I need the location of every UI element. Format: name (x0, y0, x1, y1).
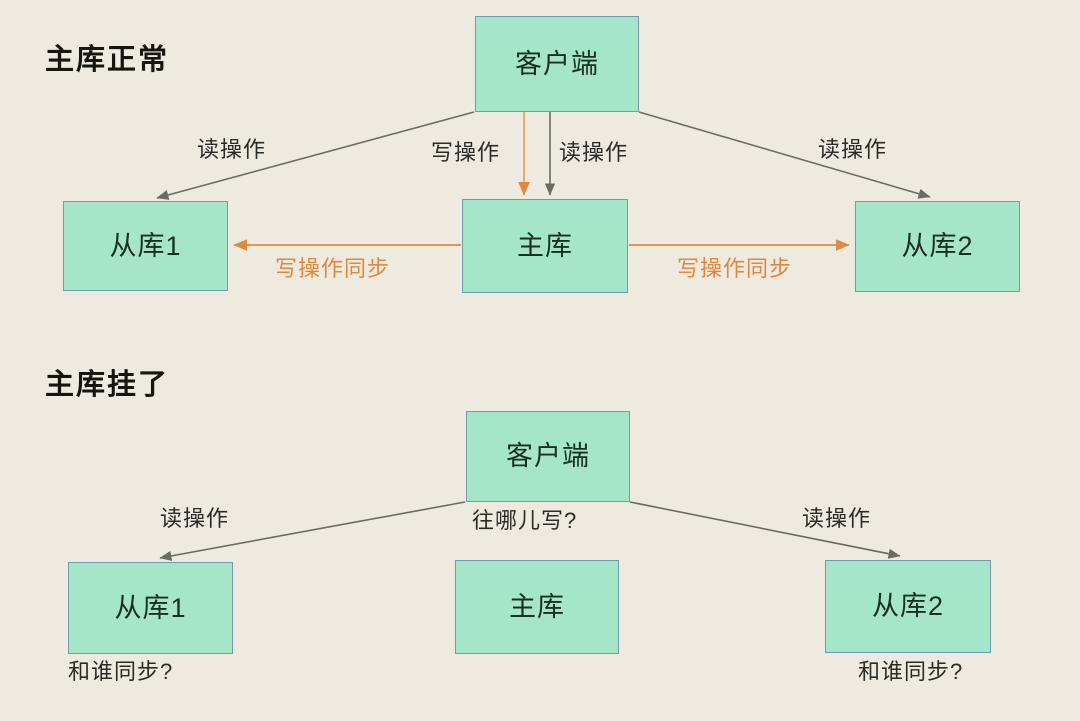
note-sync-with-whom-left: 和谁同步? (68, 659, 174, 684)
node-slave2-top[interactable]: 从库2 (855, 201, 1020, 292)
node-slave2-bottom-label: 从库2 (871, 591, 945, 621)
edge-label-read-left: 读操作 (197, 137, 267, 162)
node-client-bottom-label: 客户端 (506, 441, 590, 471)
node-slave1-bottom-label: 从库1 (114, 592, 187, 623)
edge-label-sync-right: 写操作同步 (677, 256, 793, 281)
node-master-top-label: 主库 (517, 230, 573, 261)
node-master-bottom[interactable]: 主库 (455, 560, 619, 654)
node-slave1-bottom[interactable]: 从库1 (68, 562, 233, 654)
node-slave1-top-label: 从库1 (109, 230, 182, 261)
node-client-top-label: 客户端 (515, 48, 599, 79)
edge-label-write-center: 写操作 (431, 140, 501, 165)
section-heading-master-down: 主库挂了 (45, 369, 170, 401)
note-sync-with-whom-right: 和谁同步? (858, 659, 964, 684)
edge-label-sync-left: 写操作同步 (275, 256, 391, 281)
edge-label-read-left-down: 读操作 (160, 506, 230, 531)
edge-label-read-right: 读操作 (818, 137, 888, 162)
node-client-bottom[interactable]: 客户端 (466, 411, 630, 502)
edge-label-read-right-down: 读操作 (802, 506, 872, 531)
node-master-bottom-label: 主库 (509, 591, 565, 622)
node-client-top[interactable]: 客户端 (475, 16, 639, 112)
node-master-top[interactable]: 主库 (462, 199, 628, 293)
node-slave2-bottom[interactable]: 从库2 (825, 560, 991, 653)
edge-label-read-center: 读操作 (559, 140, 629, 165)
node-slave2-top-label: 从库2 (901, 231, 974, 261)
section-heading-master-normal: 主库正常 (45, 44, 170, 76)
node-slave1-top[interactable]: 从库1 (63, 201, 228, 291)
edge-label-write-where: 往哪儿写? (472, 508, 578, 533)
